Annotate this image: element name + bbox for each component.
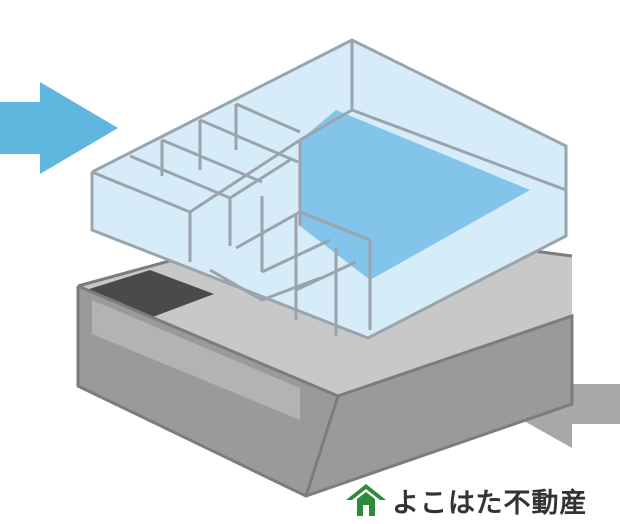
arrow-right-icon	[0, 82, 118, 174]
lower-floor-inner-wall	[92, 300, 300, 420]
upper-floor-edges	[90, 38, 568, 340]
brand-name: よこはた不動産	[392, 487, 588, 519]
lower-floor-front-face	[306, 316, 572, 496]
brand-logo: よこはた不動産	[342, 482, 588, 519]
upper-floor	[90, 38, 568, 340]
upper-floor-open-space	[300, 110, 530, 280]
house-logo-icon	[346, 484, 386, 516]
upper-floor-right-wall	[368, 190, 566, 338]
